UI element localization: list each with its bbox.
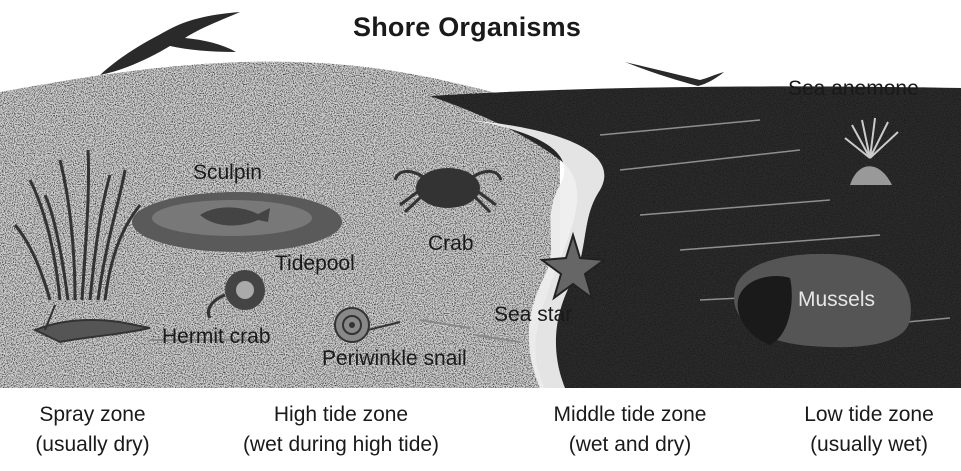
- label-mussels: Mussels: [798, 289, 875, 311]
- zone-spray: Spray zone (usually dry): [0, 400, 185, 460]
- zone-middle-tide-note: (wet and dry): [515, 430, 745, 460]
- zone-middle-tide-name: Middle tide zone: [515, 400, 745, 430]
- label-periwinkle-snail: Periwinkle snail: [322, 348, 467, 370]
- zone-low-tide-note: (usually wet): [780, 430, 958, 460]
- zone-low-tide-name: Low tide zone: [780, 400, 958, 430]
- label-sea-star: Sea star: [494, 304, 572, 326]
- label-sea-anemone: Sea anemone: [788, 78, 919, 100]
- zone-spray-note: (usually dry): [0, 430, 185, 460]
- zone-middle-tide: Middle tide zone (wet and dry): [515, 400, 745, 460]
- label-hermit-crab: Hermit crab: [162, 326, 271, 348]
- label-tidepool: Tidepool: [275, 253, 355, 275]
- diagram-title: Shore Organisms: [353, 12, 581, 43]
- zone-spray-name: Spray zone: [0, 400, 185, 430]
- zone-low-tide: Low tide zone (usually wet): [780, 400, 958, 460]
- label-crab: Crab: [428, 233, 474, 255]
- zone-high-tide: High tide zone (wet during high tide): [210, 400, 472, 460]
- zone-high-tide-name: High tide zone: [210, 400, 472, 430]
- zone-high-tide-note: (wet during high tide): [210, 430, 472, 460]
- distant-bird-icon: [625, 62, 724, 86]
- label-sculpin: Sculpin: [193, 162, 262, 184]
